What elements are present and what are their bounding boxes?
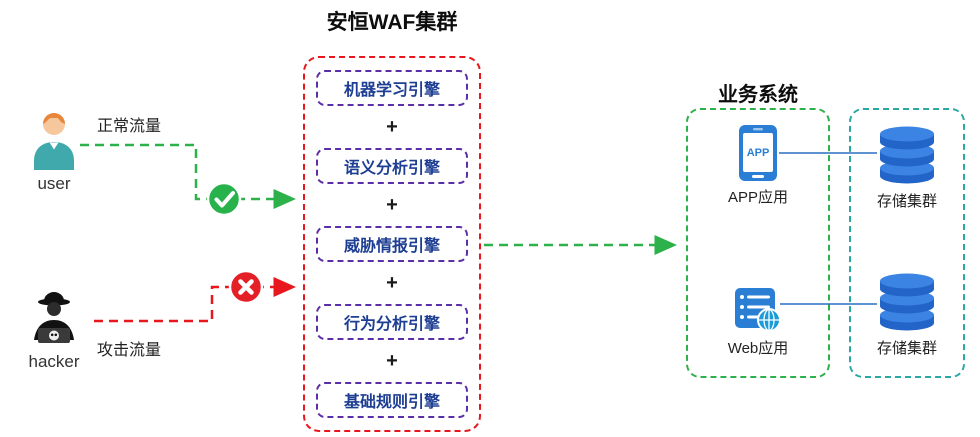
waf-cluster-box: 机器学习引擎 + 语义分析引擎 + 威胁情报引擎 + 行为分析引擎 + 基础规则… [303,56,481,432]
database-icon [878,124,936,186]
web-node-label: Web应用 [727,340,789,357]
plus-separator: + [386,194,398,216]
user-label: user [37,174,71,193]
plus-separator: + [386,272,398,294]
business-system-box: APP APP应用 Web应用 [686,108,830,378]
attack-traffic-arrow [94,277,296,323]
storage-node-label: 存储集群 [876,193,937,210]
engine-threat-intelligence: 威胁情报引擎 [316,226,468,262]
engine-basic-rules: 基础规则引擎 [316,382,468,418]
hacker-actor: hacker [24,288,84,372]
block-cross-icon [228,269,264,305]
waf-cluster-title: 安恒WAF集群 [326,11,458,34]
engine-machine-learning: 机器学习引擎 [316,70,468,106]
storage-node-1: 存储集群 [877,124,937,211]
app-node: APP APP应用 [728,124,788,207]
hacker-icon [34,292,74,343]
app-node-label: APP应用 [727,189,788,206]
engine-behavior-analysis: 行为分析引擎 [316,304,468,340]
database-icon [878,271,936,333]
user-icon [34,113,74,170]
app-icon-text: APP [747,147,770,159]
normal-traffic-arrow [80,143,296,209]
smartphone-app-icon: APP [738,125,777,181]
user-actor: user [24,108,84,194]
storage-node-2: 存储集群 [877,271,937,358]
normal-traffic-label: 正常流量 [97,118,162,135]
web-server-icon [734,288,781,332]
storage-node-label: 存储集群 [876,340,937,357]
allow-check-icon [206,181,242,217]
web-node: Web应用 [727,285,789,358]
plus-separator: + [386,116,398,138]
plus-separator: + [386,350,398,372]
attack-traffic-label: 攻击流量 [97,342,162,359]
business-system-title: 业务系统 [718,84,798,106]
engine-semantic-analysis: 语义分析引擎 [316,148,468,184]
hacker-label: hacker [28,352,80,371]
storage-cluster-box: 存储集群 存储集群 [849,108,965,378]
